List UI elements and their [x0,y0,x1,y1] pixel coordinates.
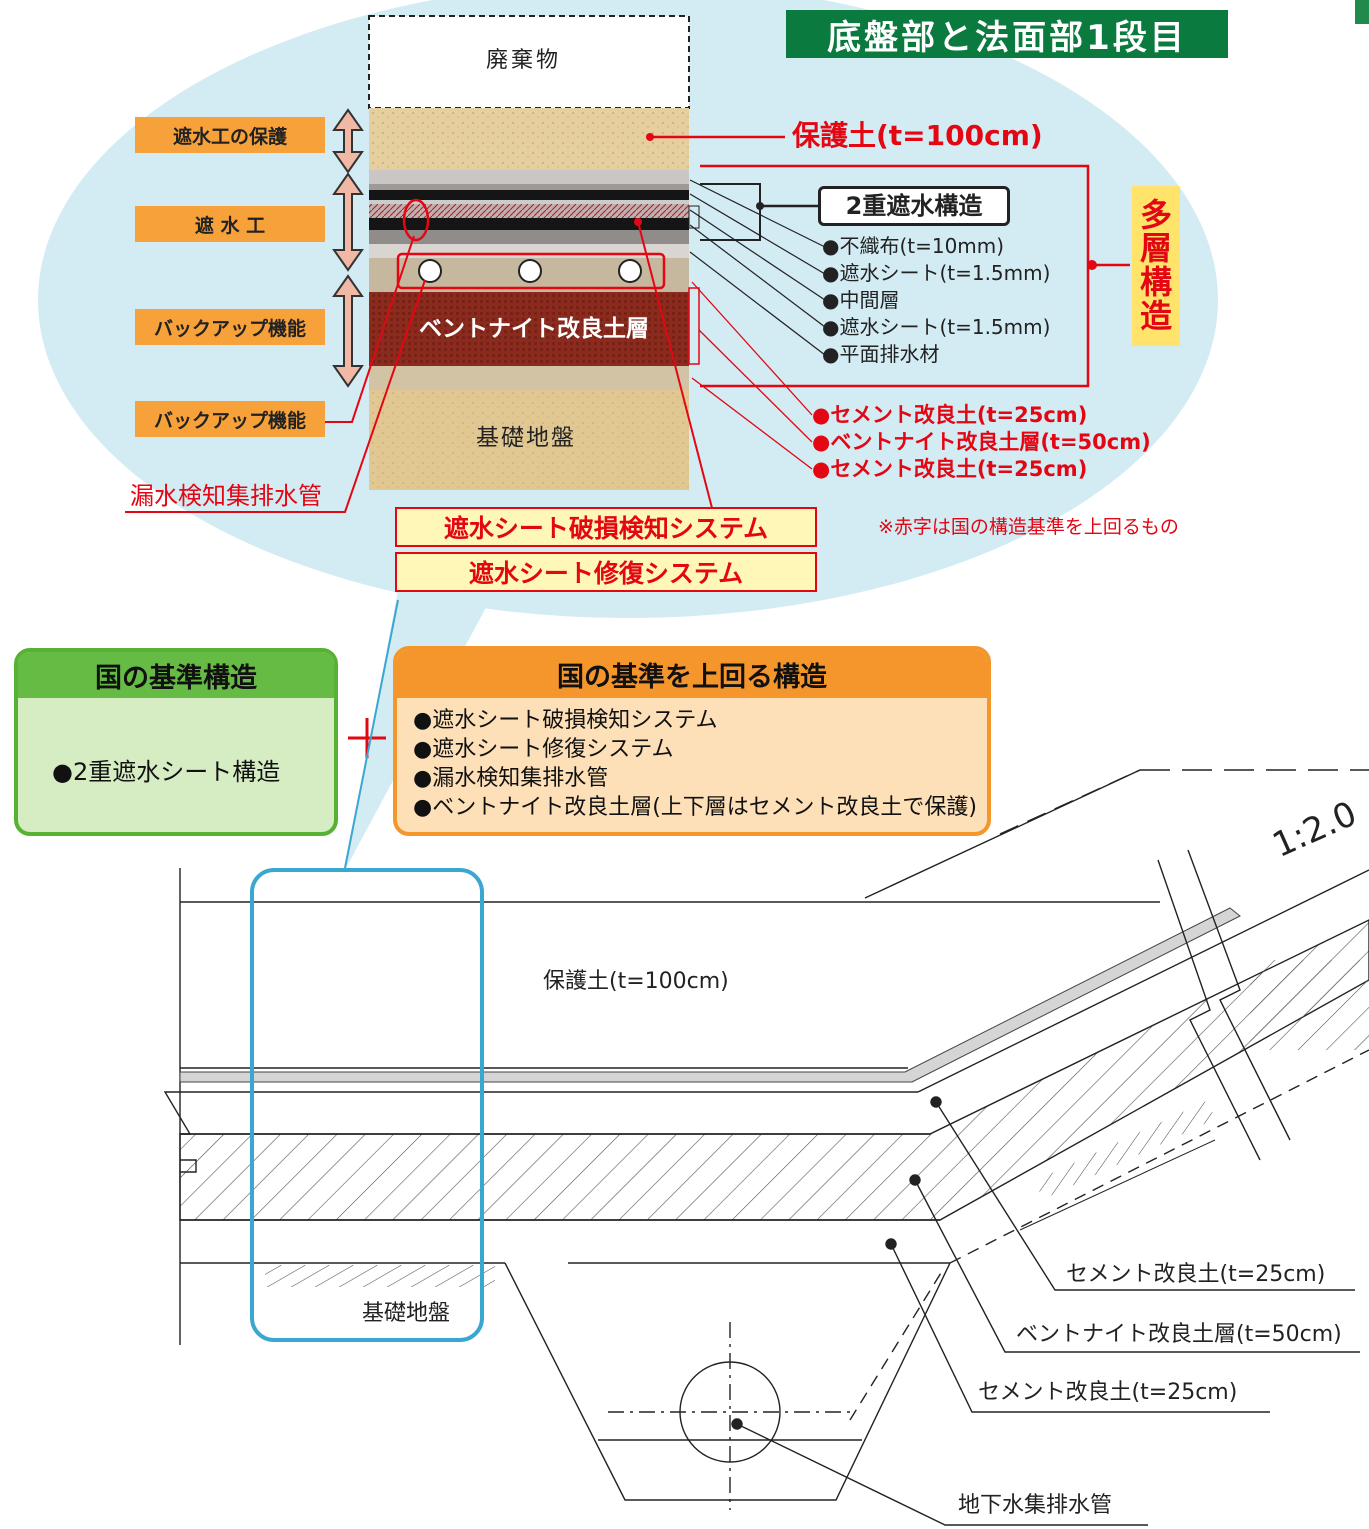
damage-detection-system-label: 遮水シート破損検知システム [395,507,817,547]
callout-cement-lower: セメント改良土(t=25cm) [978,1380,1238,1405]
double-barrier-label: 2重遮水構造 [818,186,1010,226]
focus-frame [250,868,484,1342]
exceeding-item: ●遮水シート破損検知システム [413,708,718,733]
red-layer-bentonite: ●ベントナイト改良土層(t=50cm) [812,430,1151,454]
cross-section-drawing [163,769,1369,1526]
national-standard-box: 国の基準構造 ●2重遮水シート構造 [14,648,338,836]
exceeding-item: ●遮水シート修復システム [413,737,674,762]
drawing-foundation-label: 基礎地盤 [362,1301,451,1326]
leak-detection-pipe-label: 漏水検知集排水管 [130,482,322,510]
waste-label: 廃棄物 [486,48,562,73]
upper-leaders [125,133,1130,513]
callout-groundwater-pipe: 地下水集排水管 [958,1493,1113,1518]
drawing-protect-soil-label: 保護土(t=100cm) [543,969,729,994]
multilayer-char-3: 構 [1139,263,1172,301]
barrier-layer-nonwoven: ●不織布(t=10mm) [822,234,1005,258]
national-standard-heading: 国の基準構造 [18,652,334,698]
barrier-layer-sheet-1: ●遮水シート(t=1.5mm) [822,261,1051,285]
callout-bentonite: ベントナイト改良土層(t=50cm) [1016,1322,1342,1347]
function-label-protection: 遮水工の保護 [135,117,325,153]
diagram-title: 底盤部と法面部1段目 [786,10,1228,58]
foundation-label: 基礎地盤 [476,425,576,451]
repair-system-label: 遮水シート修復システム [395,552,817,592]
function-label-backup-1: バックアップ機能 [135,309,325,345]
double-arrows [332,108,364,388]
multilayer-char-1: 多 [1139,195,1172,234]
plus-sign [348,718,386,758]
layer-column [368,15,700,490]
barrier-layer-sheet-2: ●遮水シート(t=1.5mm) [822,315,1051,339]
exceeding-standard-list: ●遮水シート破損検知システム ●遮水シート修復システム ●漏水検知集排水管 ●ベ… [413,706,987,822]
exceeding-item: ●漏水検知集排水管 [413,766,609,791]
bentonite-band-label: ベントナイト改良土層 [419,316,649,342]
national-standard-item: ●2重遮水シート構造 [52,758,281,786]
exceeding-standard-heading: 国の基準を上回る構造 [397,650,987,698]
function-label-barrier: 遮 水 工 [135,206,325,242]
barrier-layer-middle: ●中間層 [822,288,900,312]
exceeding-standard-box: 国の基準を上回る構造 ●遮水シート破損検知システム ●遮水シート修復システム ●… [393,646,991,836]
red-layer-cement-lower: ●セメント改良土(t=25cm) [812,457,1088,481]
exceeding-item: ●ベントナイト改良土層(上下層はセメント改良土で保護) [413,795,977,820]
callout-cement-upper: セメント改良土(t=25cm) [1066,1262,1326,1287]
multilayer-char-4: 造 [1139,296,1172,335]
protect-soil-label: 保護土(t=100cm) [792,119,1043,152]
function-label-backup-2: バックアップ機能 [135,401,325,437]
multilayer-label: 多 層 構 造 [1132,186,1180,346]
red-layer-cement-upper: ●セメント改良土(t=25cm) [812,403,1088,427]
barrier-layer-drain: ●平面排水材 [822,342,940,366]
multilayer-char-2: 層 [1139,229,1172,268]
red-text-note: ※赤字は国の構造基準を上回るもの [878,516,1179,538]
